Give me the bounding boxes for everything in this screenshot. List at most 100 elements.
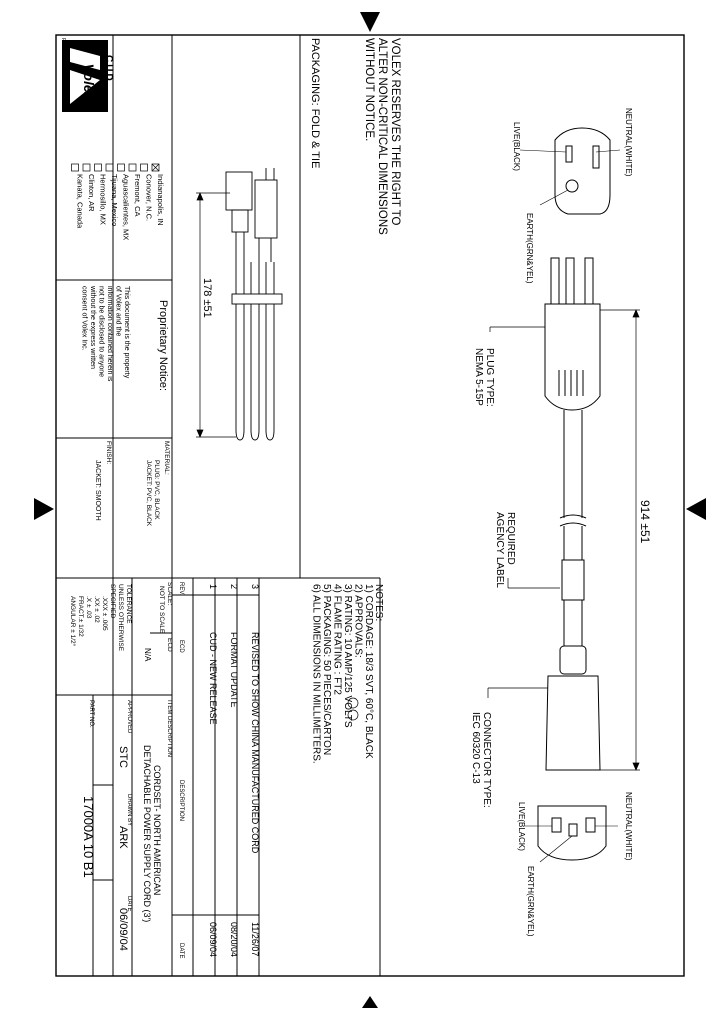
revision-number: 2	[229, 584, 239, 589]
proprietary-line: not to be disclosed to anyone	[98, 286, 105, 377]
revision-number: 1	[208, 584, 218, 589]
plug-face-view	[554, 127, 611, 215]
material-jacket: JACKET: PVC, BLACK	[145, 460, 152, 527]
drawing-border	[55, 34, 685, 977]
packaging-title: PACKAGING: FOLD & TIE	[309, 38, 321, 168]
ul-mark-icon	[347, 697, 359, 721]
revision-date: 08/20/04	[229, 922, 239, 957]
part-number-label: PART NO.	[88, 700, 94, 728]
location-checkbox	[105, 163, 114, 172]
connector-type-line2: IEC 60320 C-13	[470, 712, 481, 784]
date-header: DATE	[178, 943, 184, 959]
item-description-label: ITEM DESCRIPTION	[166, 700, 172, 757]
reserve-notice-line: VOLEX RESERVES THE RIGHT TO	[389, 38, 401, 226]
overall-dimension-value: 914 ±51	[638, 500, 652, 544]
volex-logo: Volex	[62, 40, 108, 112]
form-reference: FORM #07-07 REV A	[60, 38, 66, 91]
ecd-label: ECD	[166, 638, 173, 652]
location-checkbox	[71, 163, 79, 172]
plug-type-line1: PLUG TYPE:	[484, 348, 495, 407]
plug-neutral-label: NEUTRAL(WHITE)	[624, 108, 633, 177]
connector-type-line1: CONNECTOR TYPE:	[481, 712, 492, 808]
fold-dimension-line	[196, 192, 236, 438]
division-label: CUD	[103, 55, 114, 83]
rev-header: REV.	[178, 582, 184, 596]
location-checkbox	[151, 163, 160, 172]
finish-jacket: JACKET: SMOOTH	[94, 460, 101, 521]
notes-title: NOTES:	[373, 584, 384, 621]
location-label: Conover, N.C.	[145, 174, 154, 221]
material-plug: PLUG: PVC, BLACK	[153, 460, 160, 520]
ecd-header: ECD	[178, 640, 184, 653]
agency-label-line1: REQUIRED	[505, 512, 516, 565]
location-label: Aguascalientes, MX	[122, 174, 131, 240]
location-label: Tijuana, Mexico	[110, 174, 119, 226]
material-label: MATERIAL:	[163, 441, 170, 475]
tolerance-line: .XXX ± .005	[101, 596, 108, 631]
callout-leaders	[487, 326, 560, 698]
location-checkbox	[140, 163, 148, 172]
location-checkbox	[94, 163, 102, 172]
note-item: 4) FLAME RATING : FT2	[332, 584, 343, 695]
plug-live-label: LIVE(BLACK)	[512, 122, 521, 171]
top-registration-mark	[360, 12, 380, 32]
ecd-value: N/A	[143, 648, 152, 662]
revision-description: CUD - NEW RELEASE	[208, 632, 218, 725]
plug-type-line2: NEMA 5-15P	[473, 348, 484, 406]
agency-label-line2: AGENCY LABEL	[494, 512, 505, 588]
checkmark-icon	[151, 163, 160, 172]
location-label: Kanata, Canada	[76, 174, 85, 229]
proprietary-line: of Volex and the	[115, 286, 122, 336]
tolerance-line: SPECIFIED	[109, 584, 116, 619]
note-item: 1) CORDAGE: 18/3 SVT, 60°C, BLACK	[363, 584, 374, 759]
connector-face-view	[537, 805, 607, 861]
location-checkbox	[128, 163, 137, 172]
folded-cord-sketch	[225, 168, 283, 441]
approved-label: APPROVED	[126, 700, 132, 734]
proprietary-line: without the express written	[89, 285, 96, 369]
location-label: Clinton, AR	[87, 174, 96, 212]
note-item: 3) RATING: 10 AMP/125 VOLTS	[342, 584, 353, 728]
item-description-line1: CORDSET- NORTH AMERICAN	[152, 765, 162, 895]
drawn-by-value: ARK	[117, 826, 129, 849]
part-number-value: 17000A 10 B1	[81, 796, 96, 878]
revision-description: FORMAT UPDATE	[229, 632, 239, 708]
reserve-notice-line: WITHOUT NOTICE.	[363, 38, 375, 141]
tolerance-line: TOLERANCE	[125, 584, 132, 624]
date-value: 06/09/04	[117, 908, 129, 951]
revision-date: 06/09/04	[208, 922, 218, 957]
description-header: DESCRIPTION	[178, 780, 184, 821]
connector-live-label: LIVE(BLACK)	[517, 802, 526, 851]
scale-value: NOT TO SCALE	[158, 586, 165, 634]
proprietary-line: information contained herein is	[106, 286, 113, 382]
connector-face-leaders	[525, 825, 618, 863]
proprietary-title: Proprietary Notice:	[157, 300, 169, 391]
location-label: Indianapolis, IN	[156, 174, 165, 226]
location-label: Hermosillo, MX	[99, 174, 108, 225]
note-item: 5) PACKAGING: 50 PIECES/CARTON	[321, 584, 332, 755]
note-item: 2) APPROVALS:	[353, 584, 364, 658]
item-description-line2: DETACHABLE POWER SUPPLY CORD (3')	[142, 745, 152, 922]
right-registration-mark	[686, 498, 706, 520]
location-label: Fremont, CA	[133, 174, 142, 217]
reserve-notice-line: ALTER NON-CRITICAL DIMENSIONS	[376, 38, 388, 235]
tolerance-line: .X ± .03	[85, 596, 92, 619]
left-registration-mark	[34, 498, 54, 520]
connector-earth-label: EARTH(GRN&YEL)	[526, 866, 535, 937]
connector-neutral-label: NEUTRAL(WHITE)	[624, 792, 633, 861]
finish-label: FINISH:	[105, 441, 112, 464]
tolerance-line: ANGULAR ± 1/2°	[69, 596, 77, 647]
plug-earth-label: EARTH(GRN&YEL)	[525, 213, 534, 284]
note-item: 6) ALL DIMENSIONS IN MILLIMETERS.	[311, 584, 322, 764]
drawn-by-label: DRAWN BY	[126, 794, 132, 826]
approved-value: STC	[117, 746, 129, 768]
tolerance-line: FRACT.± 1/32	[77, 596, 84, 637]
revision-date: 11/26/07	[250, 922, 260, 956]
location-checkbox	[117, 163, 125, 172]
bottom-registration-mark	[362, 996, 378, 1008]
